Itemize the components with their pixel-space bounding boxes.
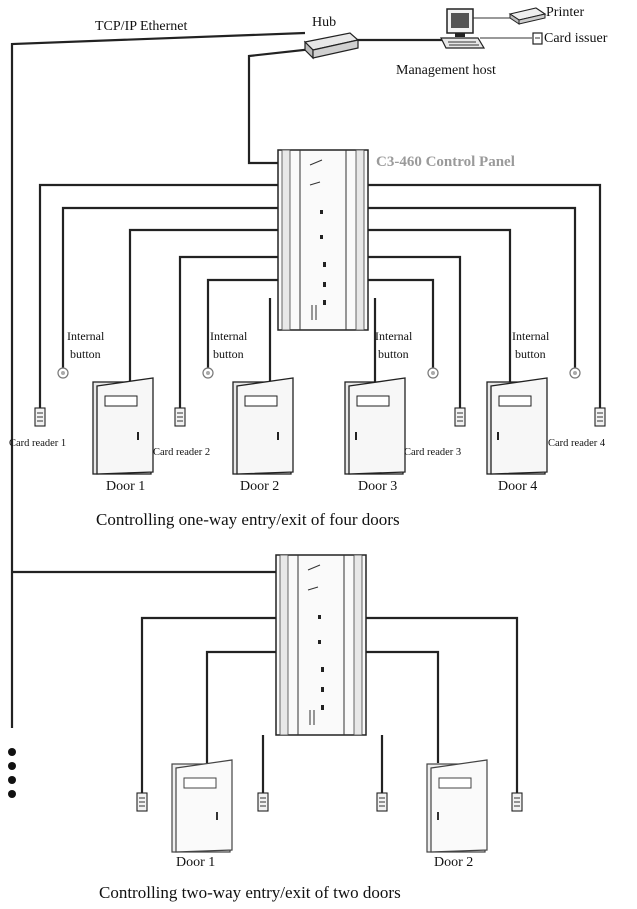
card-reader-label-1: Card reader 1	[9, 438, 66, 449]
card-reader-label-3: Card reader 3	[404, 447, 461, 458]
door-icon	[92, 377, 154, 475]
internal-button-label-4: Internal	[512, 329, 550, 343]
control-panel-2	[275, 554, 367, 736]
ethernet-label: TCP/IP Ethernet	[95, 19, 188, 34]
button-icon	[57, 367, 69, 379]
hub-label: Hub	[312, 15, 336, 30]
door-label-two-1: Door 1	[176, 855, 215, 870]
door-icon	[344, 377, 406, 475]
door-label-1: Door 1	[106, 479, 145, 494]
card-issuer-label: Card issuer	[544, 31, 608, 46]
caption-two-door: Controlling two-way entry/exit of two do…	[99, 883, 401, 902]
internal-button-label-3: Internal	[375, 329, 413, 343]
printer-label: Printer	[546, 5, 584, 20]
caption-four-door: Controlling one-way entry/exit of four d…	[96, 510, 400, 529]
internal-button-label-1b: button	[70, 347, 101, 361]
internal-button-label-1: Internal	[67, 329, 105, 343]
door-icon	[486, 377, 548, 475]
card-reader-icon	[257, 792, 269, 812]
printer-icon	[508, 7, 547, 25]
button-icon	[427, 367, 439, 379]
panel-2-wiring	[140, 616, 519, 793]
door-label-2: Door 2	[240, 479, 279, 494]
card-reader-icon	[511, 792, 523, 812]
card-reader-icon	[454, 407, 466, 427]
control-panel-1	[277, 149, 369, 331]
internal-button-label-4b: button	[515, 347, 546, 361]
card-reader-icon	[376, 792, 388, 812]
button-icon	[202, 367, 214, 379]
ethernet-backbone	[10, 31, 445, 728]
card-reader-label-2: Card reader 2	[153, 447, 210, 458]
door-icon	[232, 377, 294, 475]
button-icon	[569, 367, 581, 379]
panel-title: C3-460 Control Panel	[376, 154, 515, 170]
card-reader-icon	[136, 792, 148, 812]
door-icon	[426, 759, 488, 853]
internal-button-label-2: Internal	[210, 329, 248, 343]
card-reader-icon	[174, 407, 186, 427]
host-label: Management host	[396, 63, 496, 78]
door-label-4: Door 4	[498, 479, 537, 494]
computer-icon	[440, 8, 486, 49]
card-reader-label-4: Card reader 4	[548, 438, 606, 449]
card-reader-icon	[594, 407, 606, 427]
internal-button-label-3b: button	[378, 347, 409, 361]
card-issuer-icon	[532, 32, 543, 45]
internal-button-label-2b: button	[213, 347, 244, 361]
door-label-two-2: Door 2	[434, 855, 473, 870]
hub-icon	[303, 32, 360, 60]
door-icon	[171, 759, 233, 853]
ellipsis-icon	[8, 748, 16, 798]
panel-1-wiring	[38, 183, 602, 408]
card-reader-icon	[34, 407, 46, 427]
door-label-3: Door 3	[358, 479, 397, 494]
